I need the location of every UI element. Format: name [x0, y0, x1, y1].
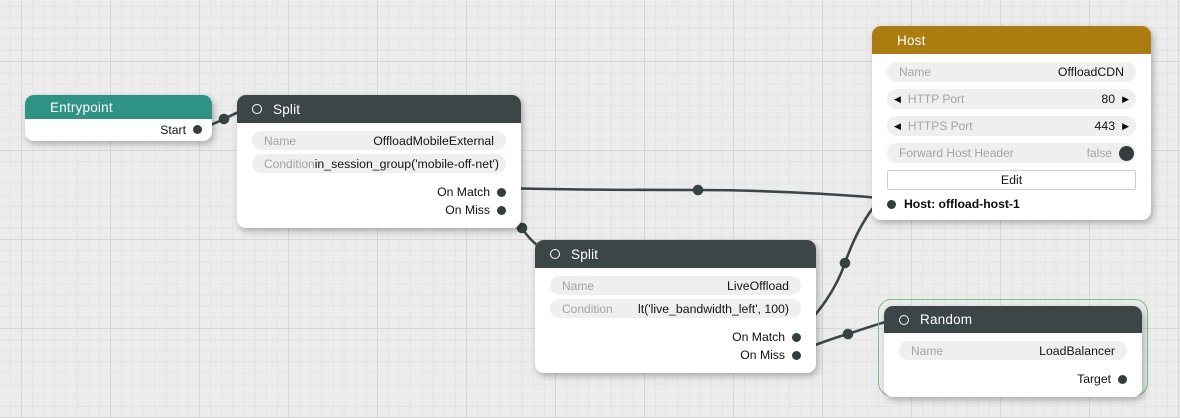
output-port-label: On Match	[732, 330, 785, 344]
node-body: Name LiveOffload Condition lt('live_band…	[535, 268, 816, 373]
toggle-value: false	[1086, 146, 1112, 160]
name-field[interactable]: Name OffloadCDN	[887, 62, 1136, 82]
node-body: Start	[25, 119, 212, 141]
condition-field[interactable]: Condition in_session_group('mobile-off-n…	[252, 154, 506, 173]
output-port-label: Target	[1077, 372, 1111, 386]
increment-arrow-icon[interactable]: ▶	[1122, 120, 1129, 131]
input-port-row-host: Host: offload-host-1	[887, 197, 1136, 211]
node-entrypoint[interactable]: Entrypoint Start	[25, 95, 212, 141]
field-value: 443	[1094, 119, 1116, 133]
edge-handle[interactable]	[218, 113, 230, 125]
field-value: lt('live_bandwidth_left', 100)	[638, 301, 789, 316]
field-label: Name	[899, 65, 932, 79]
node-split2-header[interactable]: Split	[535, 240, 816, 268]
node-host-offload-cdn[interactable]: Host Name OffloadCDN ◀ HTTP Port 80 ▶ ◀	[872, 26, 1151, 220]
field-value: in_session_group('mobile-off-net')	[314, 156, 499, 171]
name-field[interactable]: Name OffloadMobileExternal	[252, 131, 506, 150]
name-field[interactable]: Name LoadBalancer	[899, 341, 1127, 360]
node-title: Random	[920, 312, 973, 327]
field-label: Name	[562, 278, 595, 293]
http-port-stepper[interactable]: ◀ HTTP Port 80 ▶	[887, 89, 1136, 109]
node-title: Entrypoint	[50, 99, 113, 115]
output-port-label: On Miss	[740, 348, 785, 362]
input-port-dot[interactable]	[887, 199, 896, 209]
field-value: LiveOffload	[727, 278, 789, 293]
output-port-row-target: Target	[899, 370, 1127, 388]
edge-handle[interactable]	[839, 257, 851, 269]
field-label: HTTPS Port	[907, 119, 973, 133]
condition-field[interactable]: Condition lt('live_bandwidth_left', 100)	[550, 299, 801, 318]
field-label: Name	[911, 343, 944, 358]
output-port-row-on-match: On Match	[550, 328, 801, 346]
output-port-row-on-miss: On Miss	[252, 201, 506, 219]
name-field[interactable]: Name LiveOffload	[550, 276, 801, 295]
node-body: Name OffloadMobileExternal Condition in_…	[237, 123, 521, 228]
node-title: Split	[571, 246, 599, 262]
field-label: HTTP Port	[907, 92, 965, 106]
node-entrypoint-header[interactable]: Entrypoint	[25, 95, 212, 119]
https-port-stepper[interactable]: ◀ HTTPS Port 443 ▶	[887, 116, 1136, 136]
forward-host-header-toggle[interactable]: Forward Host Header false	[887, 143, 1136, 163]
node-body: Name OffloadCDN ◀ HTTP Port 80 ▶ ◀ HTTPS…	[872, 54, 1151, 220]
node-random-load-balancer[interactable]: Random Name LoadBalancer Target	[884, 306, 1142, 397]
output-port-dot[interactable]	[792, 332, 801, 342]
output-port-dot[interactable]	[792, 350, 801, 360]
input-port-ring-icon[interactable]	[252, 104, 262, 114]
node-random-header[interactable]: Random	[884, 306, 1142, 333]
field-value: OffloadCDN	[1057, 65, 1124, 79]
node-split-offload-mobile[interactable]: Split Name OffloadMobileExternal Conditi…	[237, 95, 521, 228]
node-split1-header[interactable]: Split	[237, 95, 521, 123]
increment-arrow-icon[interactable]: ▶	[1122, 93, 1129, 104]
field-label: Condition	[264, 156, 315, 171]
output-port-label: Start	[160, 122, 186, 137]
output-port-dot[interactable]	[497, 187, 506, 197]
node-body: Name LoadBalancer Target	[884, 333, 1142, 397]
node-title: Split	[273, 101, 301, 117]
edge-handle[interactable]	[516, 222, 528, 234]
input-port-ring-icon[interactable]	[550, 249, 560, 259]
node-split-live-offload[interactable]: Split Name LiveOffload Condition lt('liv…	[535, 240, 816, 373]
output-port-row-on-match: On Match	[252, 183, 506, 201]
field-value: OffloadMobileExternal	[373, 133, 494, 148]
field-value: LoadBalancer	[1039, 343, 1115, 358]
node-title: Host	[897, 32, 926, 48]
input-port-label: Host: offload-host-1	[904, 197, 1020, 211]
output-port-dot[interactable]	[497, 205, 506, 215]
output-port-label: On Miss	[445, 203, 490, 217]
output-port-row-start: Start	[35, 121, 202, 138]
toggle-knob[interactable]	[1119, 145, 1134, 161]
decrement-arrow-icon[interactable]: ◀	[894, 120, 901, 131]
edge-handle[interactable]	[692, 184, 704, 196]
field-label: Name	[264, 133, 297, 148]
field-label: Forward Host Header	[899, 146, 1014, 160]
edge-handle[interactable]	[842, 328, 854, 340]
node-host-header[interactable]: Host	[872, 26, 1151, 54]
output-port-dot[interactable]	[193, 125, 202, 134]
output-port-dot[interactable]	[1118, 374, 1127, 384]
field-value: 80	[1101, 92, 1116, 106]
edge-split1-match-to-host[interactable]	[502, 186, 882, 200]
input-port-ring-icon[interactable]	[899, 314, 909, 325]
output-port-row-on-miss: On Miss	[550, 346, 801, 364]
decrement-arrow-icon[interactable]: ◀	[894, 93, 901, 104]
edit-button[interactable]: Edit	[887, 170, 1136, 190]
output-port-label: On Match	[437, 185, 490, 199]
field-label: Condition	[562, 301, 613, 316]
